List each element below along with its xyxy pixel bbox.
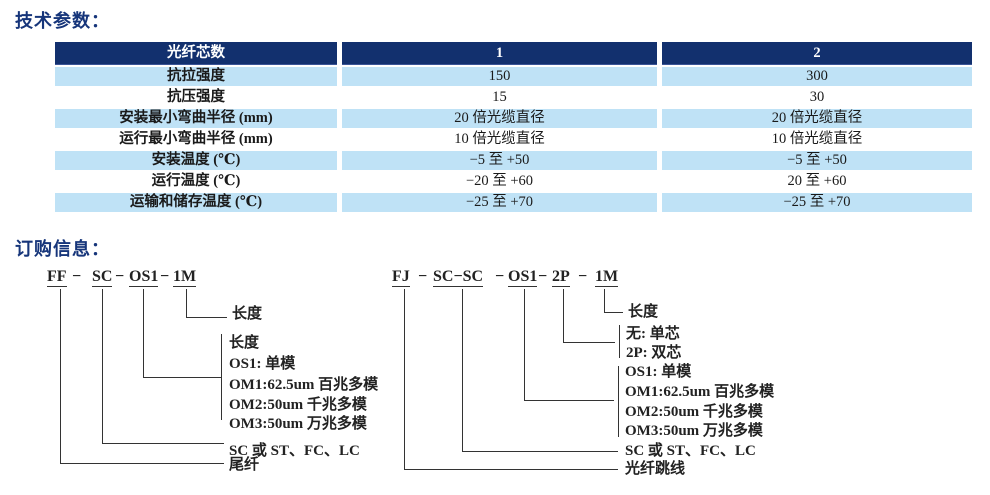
tech-params-table: 光纤芯数 1 2 抗拉强度 150 300 抗压强度 15 30 安装最小弯曲半… [55,42,972,214]
code-segment-scsc: SC−SC [433,268,484,287]
table-row: 抗压强度 15 30 [55,88,972,107]
row-value-1: 20 倍光缆直径 [342,109,657,128]
row-label: 安装温度 (℃) [55,151,337,170]
line-1m-to-length [603,289,623,314]
label-mode-om3: OM3:50um 万兆多模 [229,416,367,432]
row-label: 运行最小弯曲半径 (mm) [119,131,273,147]
label-length-opt: 长度 [229,335,260,351]
row-label: 抗拉强度 [55,67,337,86]
header-fiber-count: 光纤芯数 [55,42,337,65]
code-segment-os1: OS1 [129,268,159,287]
row-value-2: 300 [662,67,972,86]
row-value-2: −5 至 +50 [662,151,972,170]
label-mode-om3: OM3:50um 万兆多模 [625,423,763,439]
label-connector: SC 或 ST、FC、LC [229,443,360,459]
row-value-1: −5 至 +50 [342,151,657,170]
row-label: 抗压强度 [167,89,225,105]
row-value-1: 150 [342,67,657,86]
label-product: 光纤跳线 [625,461,686,477]
table-row: 抗拉强度 150 300 [55,67,972,86]
line-sc-to-connector [461,289,618,453]
tech-params-title: 技术参数： [15,11,110,31]
row-value-1: 15 [492,89,507,105]
row-label: 安装最小弯曲半径 (mm) [55,109,337,128]
header-col-1: 1 [342,42,657,65]
code-segment-2p: 2P [552,268,570,287]
code-segment-sc: SC [92,268,113,287]
row-value-2: 20 至 +60 [787,173,847,189]
code-separator: − [418,268,428,285]
code-segment-os1: OS1 [508,268,538,287]
code-segment-1m: 1M [173,268,197,287]
code-separator: − [578,268,588,285]
line-fj-to-product [403,289,618,471]
line-1m-to-length [185,289,227,319]
label-product: 尾纤 [229,457,260,473]
table-header-row: 光纤芯数 1 2 [55,42,972,65]
label-core-2p: 2P: 双芯 [626,345,682,361]
code-segment-ff: FF [47,268,67,287]
row-label: 运输和储存温度 (℃) [55,193,337,212]
row-value-2: −25 至 +70 [662,193,972,212]
header-col-2: 2 [662,42,972,65]
label-mode-om2: OM2:50um 千兆多模 [625,404,763,420]
code-separator: − [115,268,125,285]
line-os1-to-modes [142,289,221,379]
code-segment-fj: FJ [392,268,410,287]
row-value-1: −20 至 +60 [465,173,534,189]
row-value-2: 20 倍光缆直径 [662,109,972,128]
label-mode-om1: OM1:62.5um 百兆多模 [229,377,379,393]
line-os1-to-modes [523,289,614,402]
row-value-2: 10 倍光缆直径 [771,131,863,147]
code-separator: − [495,268,505,285]
line-2p-to-cores [562,289,615,344]
code-segment-1m: 1M [595,268,619,287]
line-sc-to-connector [101,289,224,445]
label-mode-os1: OS1: 单模 [229,356,296,372]
order-info-title: 订购信息： [15,239,110,259]
label-connector: SC 或 ST、FC、LC [625,443,756,459]
line-ff-to-product [59,289,224,465]
code-separator: − [538,268,548,285]
column-divider [657,42,662,64]
label-mode-om1: OM1:62.5um 百兆多模 [625,384,775,400]
code-separator: − [72,268,82,285]
label-core-none: 无: 单芯 [626,326,680,342]
label-length: 长度 [232,306,263,322]
code-separator: − [160,268,170,285]
label-length: 长度 [628,304,659,320]
row-value-1: 10 倍光缆直径 [454,131,545,147]
table-row: 安装最小弯曲半径 (mm) 20 倍光缆直径 20 倍光缆直径 [55,109,972,128]
table-row: 运行温度 (℃) −20 至 +60 20 至 +60 [55,172,972,191]
table-row: 安装温度 (℃) −5 至 +50 −5 至 +50 [55,151,972,170]
label-mode-os1: OS1: 单模 [625,364,692,380]
row-value-1: −25 至 +70 [342,193,657,212]
table-row: 运输和储存温度 (℃) −25 至 +70 −25 至 +70 [55,193,972,212]
row-label: 运行温度 (℃) [151,173,241,189]
label-mode-om2: OM2:50um 千兆多模 [229,397,367,413]
row-value-2: 30 [809,89,825,105]
column-divider [337,42,342,64]
table-row: 运行最小弯曲半径 (mm) 10 倍光缆直径 10 倍光缆直径 [55,130,972,149]
